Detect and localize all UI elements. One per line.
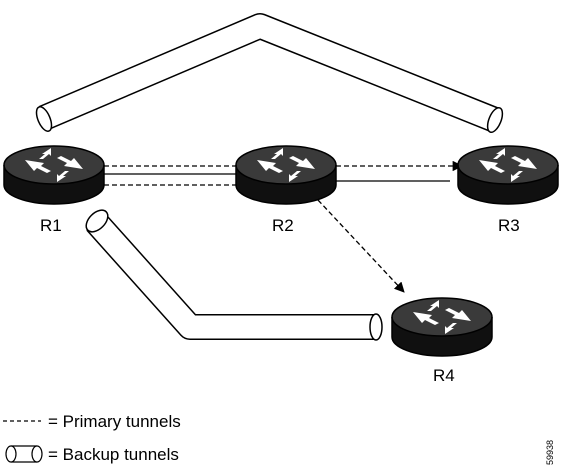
legend-backup-label: = Backup tunnels — [48, 445, 179, 464]
router-r1 — [3, 145, 105, 205]
router-r3 — [457, 145, 559, 205]
router-label-r3: R3 — [498, 216, 520, 235]
router-r4 — [391, 297, 493, 357]
primary-tunnel-r2-r4 — [317, 199, 405, 293]
backup-tunnel-r1-r4 — [85, 209, 383, 341]
router-r2 — [235, 145, 337, 205]
legend-primary-label: = Primary tunnels — [48, 412, 181, 431]
figure-id: 59938 — [545, 440, 555, 465]
backup-tunnel-r1-r3 — [35, 13, 504, 134]
router-label-r1: R1 — [40, 216, 62, 235]
router-label-r4: R4 — [433, 366, 455, 385]
link-r1-r2 — [104, 165, 238, 186]
router-label-r2: R2 — [272, 216, 294, 235]
legend-backup-swatch — [5, 445, 43, 463]
primary-tunnel-r2-r3 — [336, 160, 464, 182]
legend: = Primary tunnels = Backup tunnels — [3, 412, 181, 464]
